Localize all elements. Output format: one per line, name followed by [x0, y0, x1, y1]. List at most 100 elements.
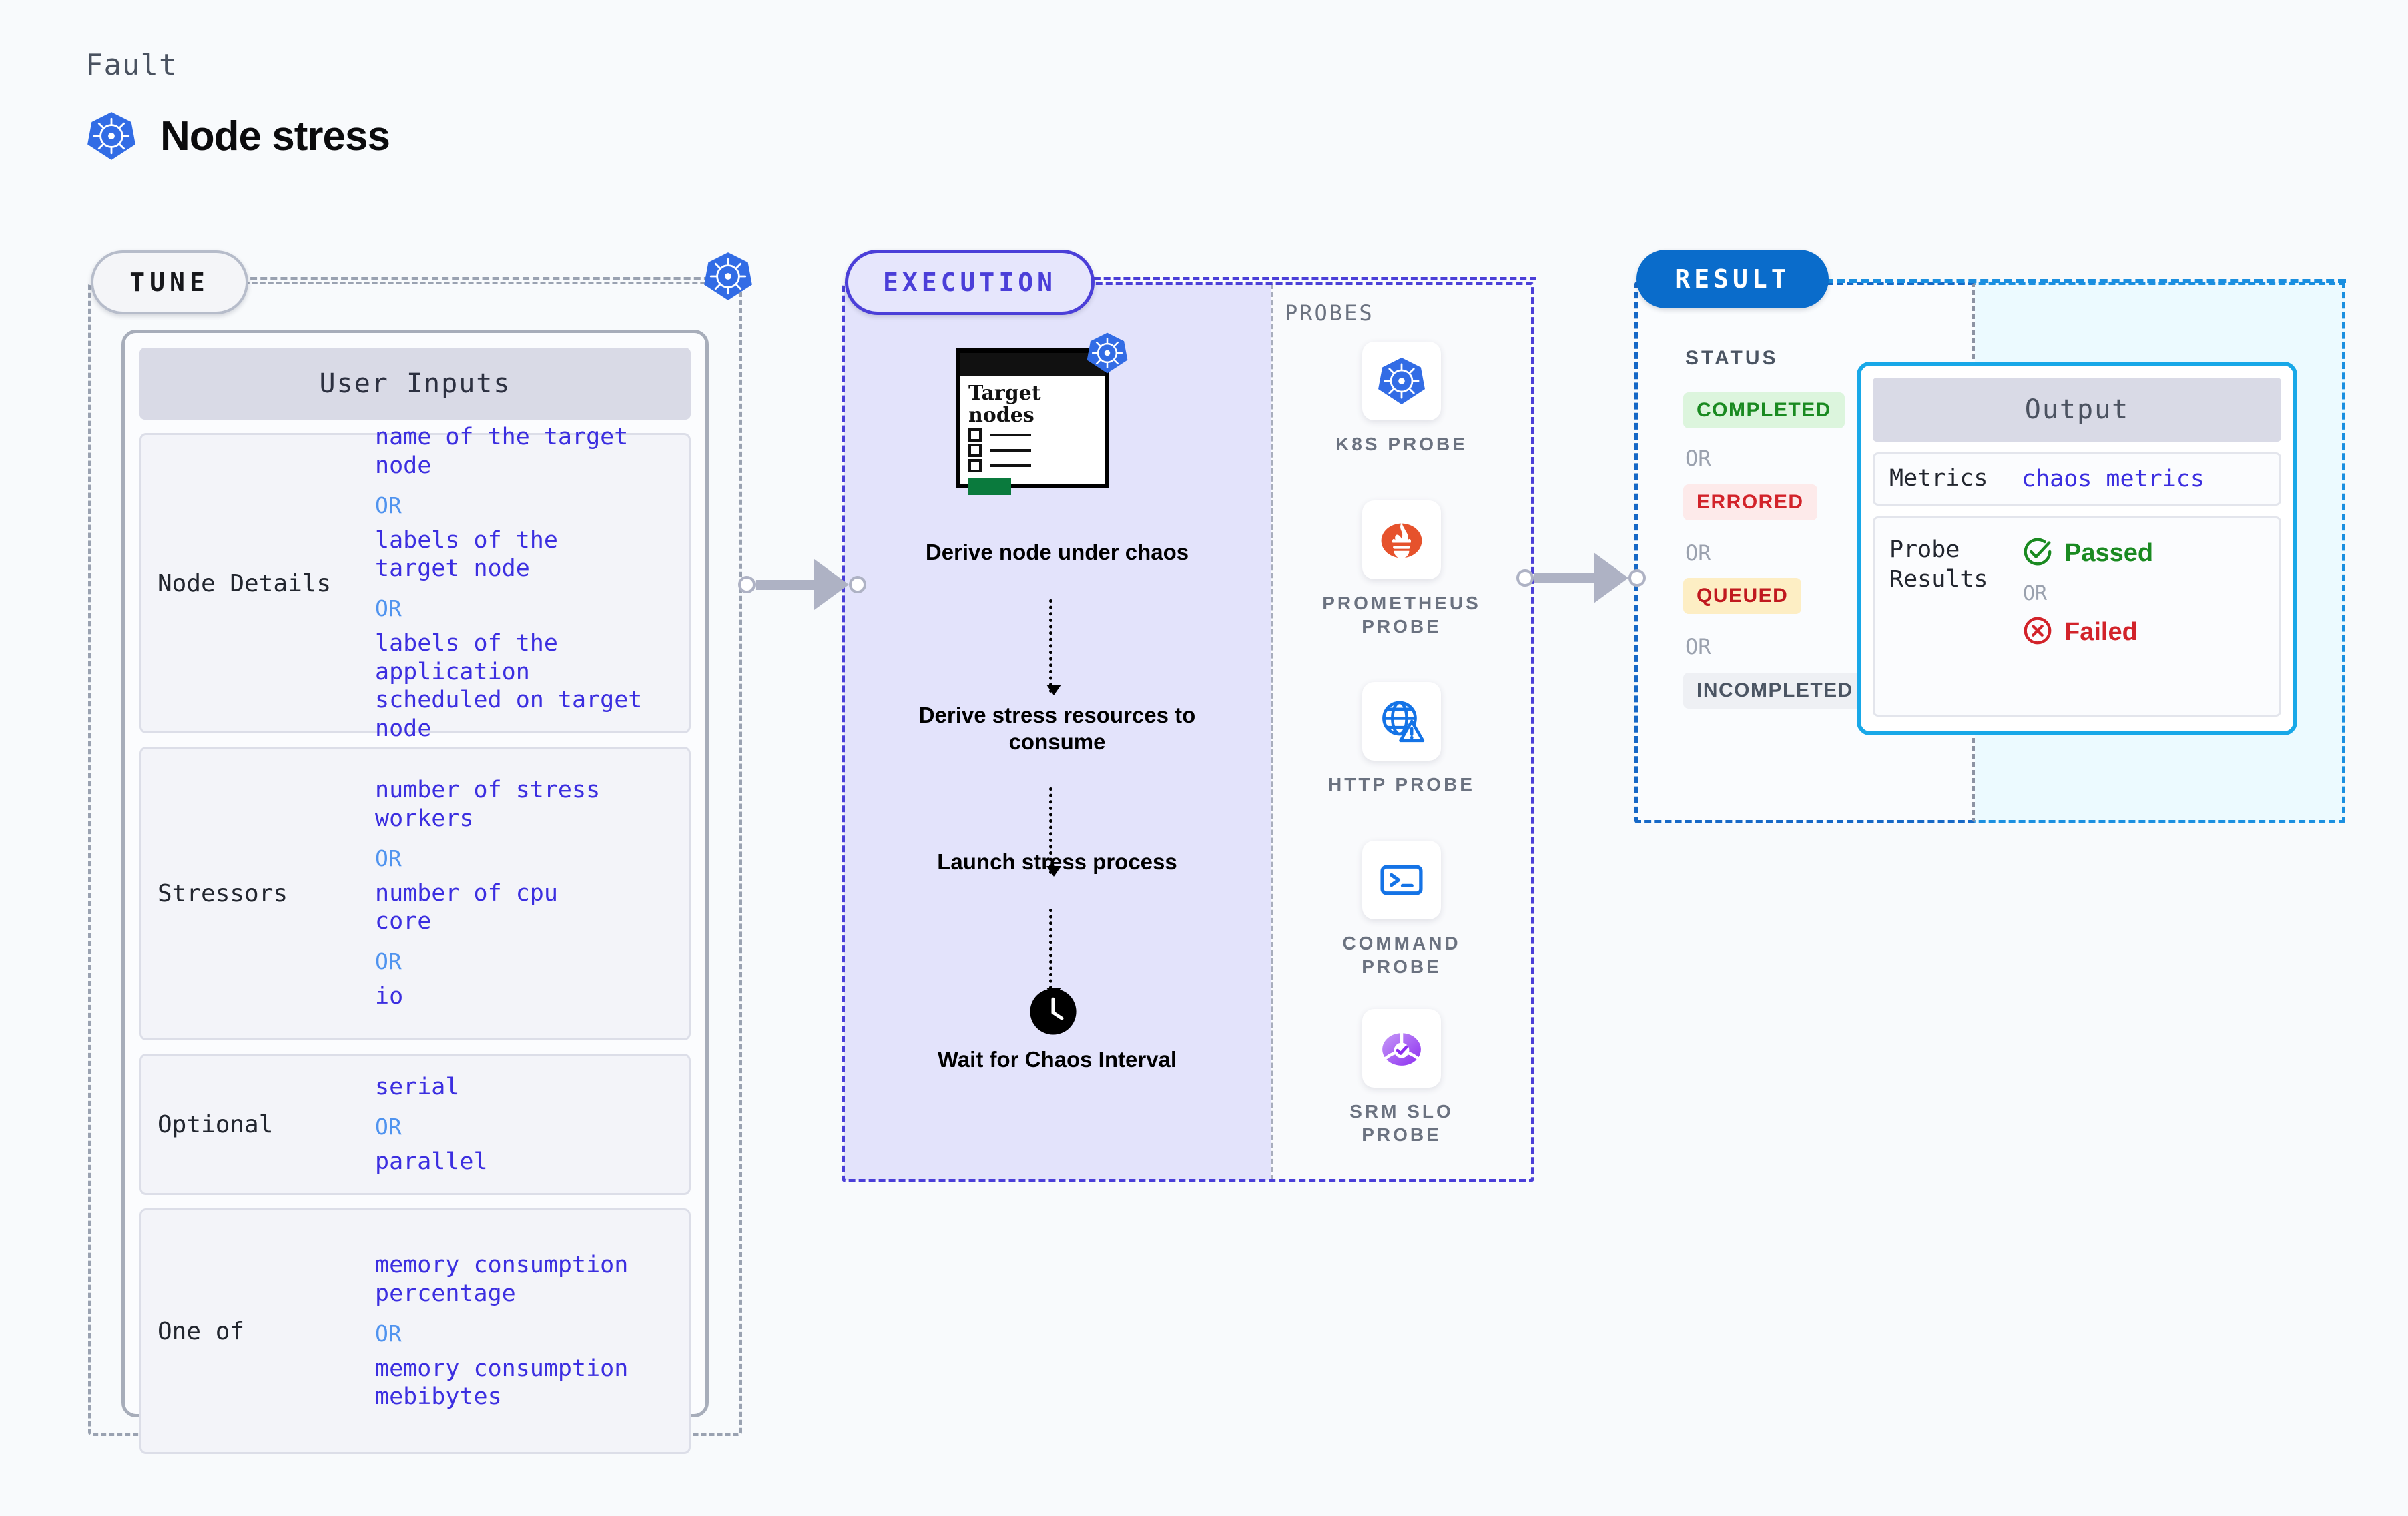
probe-result-failed: Failed	[2022, 615, 2153, 650]
output-row-label: Metrics	[1889, 465, 1988, 492]
target-nodes-title: Target nodes	[968, 382, 1041, 427]
probe-result-passed: Passed	[2022, 536, 2153, 571]
input-group-stressors: Stressors number of stress workers OR nu…	[139, 747, 691, 1040]
connector-dot	[1516, 569, 1534, 587]
checkbox-icon	[968, 428, 982, 442]
or-separator: OR	[375, 492, 402, 518]
target-nodes-card: Target nodes	[956, 348, 1109, 495]
option-value: labels of the application scheduled on t…	[375, 630, 643, 743]
input-group-label: Stressors	[158, 879, 288, 907]
checkbox-icon	[968, 459, 982, 472]
probe-passed-label: Passed	[2064, 539, 2154, 567]
option-value: parallel	[375, 1148, 488, 1175]
result-top-dashed-line	[1825, 279, 2346, 283]
flow-step-label: Derive node under chaos	[925, 540, 1189, 564]
input-group-label: Node Details	[158, 569, 332, 597]
probe-item-prometheus[interactable]: PROMETHEUS PROBE	[1315, 500, 1488, 638]
connector-arrowhead	[1594, 552, 1628, 603]
connector-dot	[849, 576, 866, 593]
option-value: memory consumption mebibytes	[375, 1355, 629, 1411]
input-group-values: serial OR parallel	[375, 1068, 683, 1181]
connector-line	[756, 579, 816, 590]
checkbox-row	[960, 426, 1105, 442]
connector-arrowhead	[814, 559, 849, 610]
input-group-label: Optional	[158, 1110, 274, 1138]
flow-arrow	[1046, 909, 1061, 998]
or-separator: OR	[1685, 446, 1711, 471]
flow-arrow	[1046, 599, 1061, 695]
user-inputs-title: User Inputs	[139, 348, 691, 420]
clock-icon	[1029, 988, 1077, 1036]
kubernetes-icon	[1085, 331, 1129, 375]
probe-label: PROMETHEUS PROBE	[1322, 593, 1481, 637]
card-titlebar	[960, 353, 1105, 376]
placeholder-line	[990, 434, 1031, 436]
tune-top-dashed-line	[240, 277, 721, 280]
execution-stage-pill[interactable]: EXECUTION	[845, 250, 1095, 315]
or-separator: OR	[2023, 582, 2048, 605]
probe-label: COMMAND PROBE	[1342, 933, 1461, 977]
output-row-metrics: Metrics chaos metrics	[1873, 452, 2281, 506]
input-group-values: name of the target node OR labels of the…	[375, 418, 683, 749]
probe-result-values: Passed OR Failed	[2022, 536, 2153, 650]
flow-step-2: Derive stress resources to consume	[917, 702, 1197, 756]
kubernetes-icon	[702, 250, 754, 302]
or-separator: OR	[375, 595, 402, 621]
input-group-label: One of	[158, 1317, 245, 1345]
status-badge-errored: ERRORED	[1683, 484, 1817, 520]
status-title: STATUS	[1685, 347, 1779, 369]
input-group-values: number of stress workers OR number of cp…	[375, 771, 683, 1016]
probes-title: PROBES	[1285, 300, 1374, 326]
prometheus-icon	[1362, 500, 1441, 579]
flow-step-3: Launch stress process	[917, 849, 1197, 875]
srm-slo-icon	[1362, 1009, 1441, 1088]
probe-item-srm-slo[interactable]: SRM SLO PROBE	[1315, 1009, 1488, 1146]
kubernetes-icon	[85, 110, 137, 162]
connector-dot	[738, 576, 756, 593]
option-value: name of the target node	[375, 424, 629, 479]
terminal-icon	[1362, 841, 1441, 919]
option-value: number of stress workers	[375, 777, 601, 832]
probe-failed-label: Failed	[2064, 618, 2138, 646]
status-badge-incompleted: INCOMPLETED	[1683, 673, 1867, 709]
probe-label: HTTP PROBE	[1328, 774, 1475, 795]
or-separator: OR	[375, 948, 402, 975]
fault-title-row: Node stress	[85, 110, 390, 162]
result-stage-pill[interactable]: RESULT	[1636, 250, 1829, 308]
or-separator: OR	[375, 1113, 402, 1140]
tune-stage-pill[interactable]: TUNE	[91, 250, 248, 314]
or-separator: OR	[375, 1320, 402, 1347]
option-value: io	[375, 983, 404, 1010]
connector-tune-to-execution	[738, 559, 866, 610]
or-separator: OR	[375, 845, 402, 871]
input-group-optional: Optional serial OR parallel	[139, 1054, 691, 1195]
connector-dot	[1628, 569, 1646, 587]
flow-step-label: Wait for Chaos Interval	[937, 1047, 1177, 1072]
output-row-value: chaos metrics	[2022, 466, 2204, 492]
option-value: memory consumption percentage	[375, 1252, 629, 1307]
globe-warning-icon	[1362, 682, 1441, 761]
or-separator: OR	[1685, 634, 1711, 659]
page-title: Node stress	[160, 113, 390, 159]
probe-label: K8S PROBE	[1335, 434, 1468, 454]
check-circle-icon	[2022, 536, 2054, 571]
probe-item-k8s[interactable]: K8S PROBE	[1315, 342, 1488, 456]
probe-item-command[interactable]: COMMAND PROBE	[1315, 841, 1488, 978]
option-value: number of cpu core	[375, 879, 558, 935]
flow-step-label: Derive stress resources to consume	[918, 703, 1196, 755]
flow-arrow	[1046, 787, 1061, 877]
input-group-values: memory consumption percentage OR memory …	[375, 1246, 683, 1417]
flow-step-label: Launch stress process	[937, 849, 1177, 874]
probe-label: SRM SLO PROBE	[1349, 1101, 1454, 1145]
checkbox-row	[960, 442, 1105, 457]
input-group-node-details: Node Details name of the target node OR …	[139, 424, 691, 742]
probe-item-http[interactable]: HTTP PROBE	[1315, 682, 1488, 796]
green-status-bar	[968, 478, 1011, 495]
placeholder-line	[990, 449, 1031, 452]
output-row-probe-results: Probe Results Passed OR	[1873, 516, 2281, 717]
x-circle-icon	[2022, 615, 2054, 650]
fault-label: Fault	[85, 48, 178, 82]
option-value: serial	[375, 1073, 460, 1100]
input-group-one-of: One of memory consumption percentage OR …	[139, 1208, 691, 1454]
output-card: Output Metrics chaos metrics Probe Resul…	[1857, 362, 2297, 735]
